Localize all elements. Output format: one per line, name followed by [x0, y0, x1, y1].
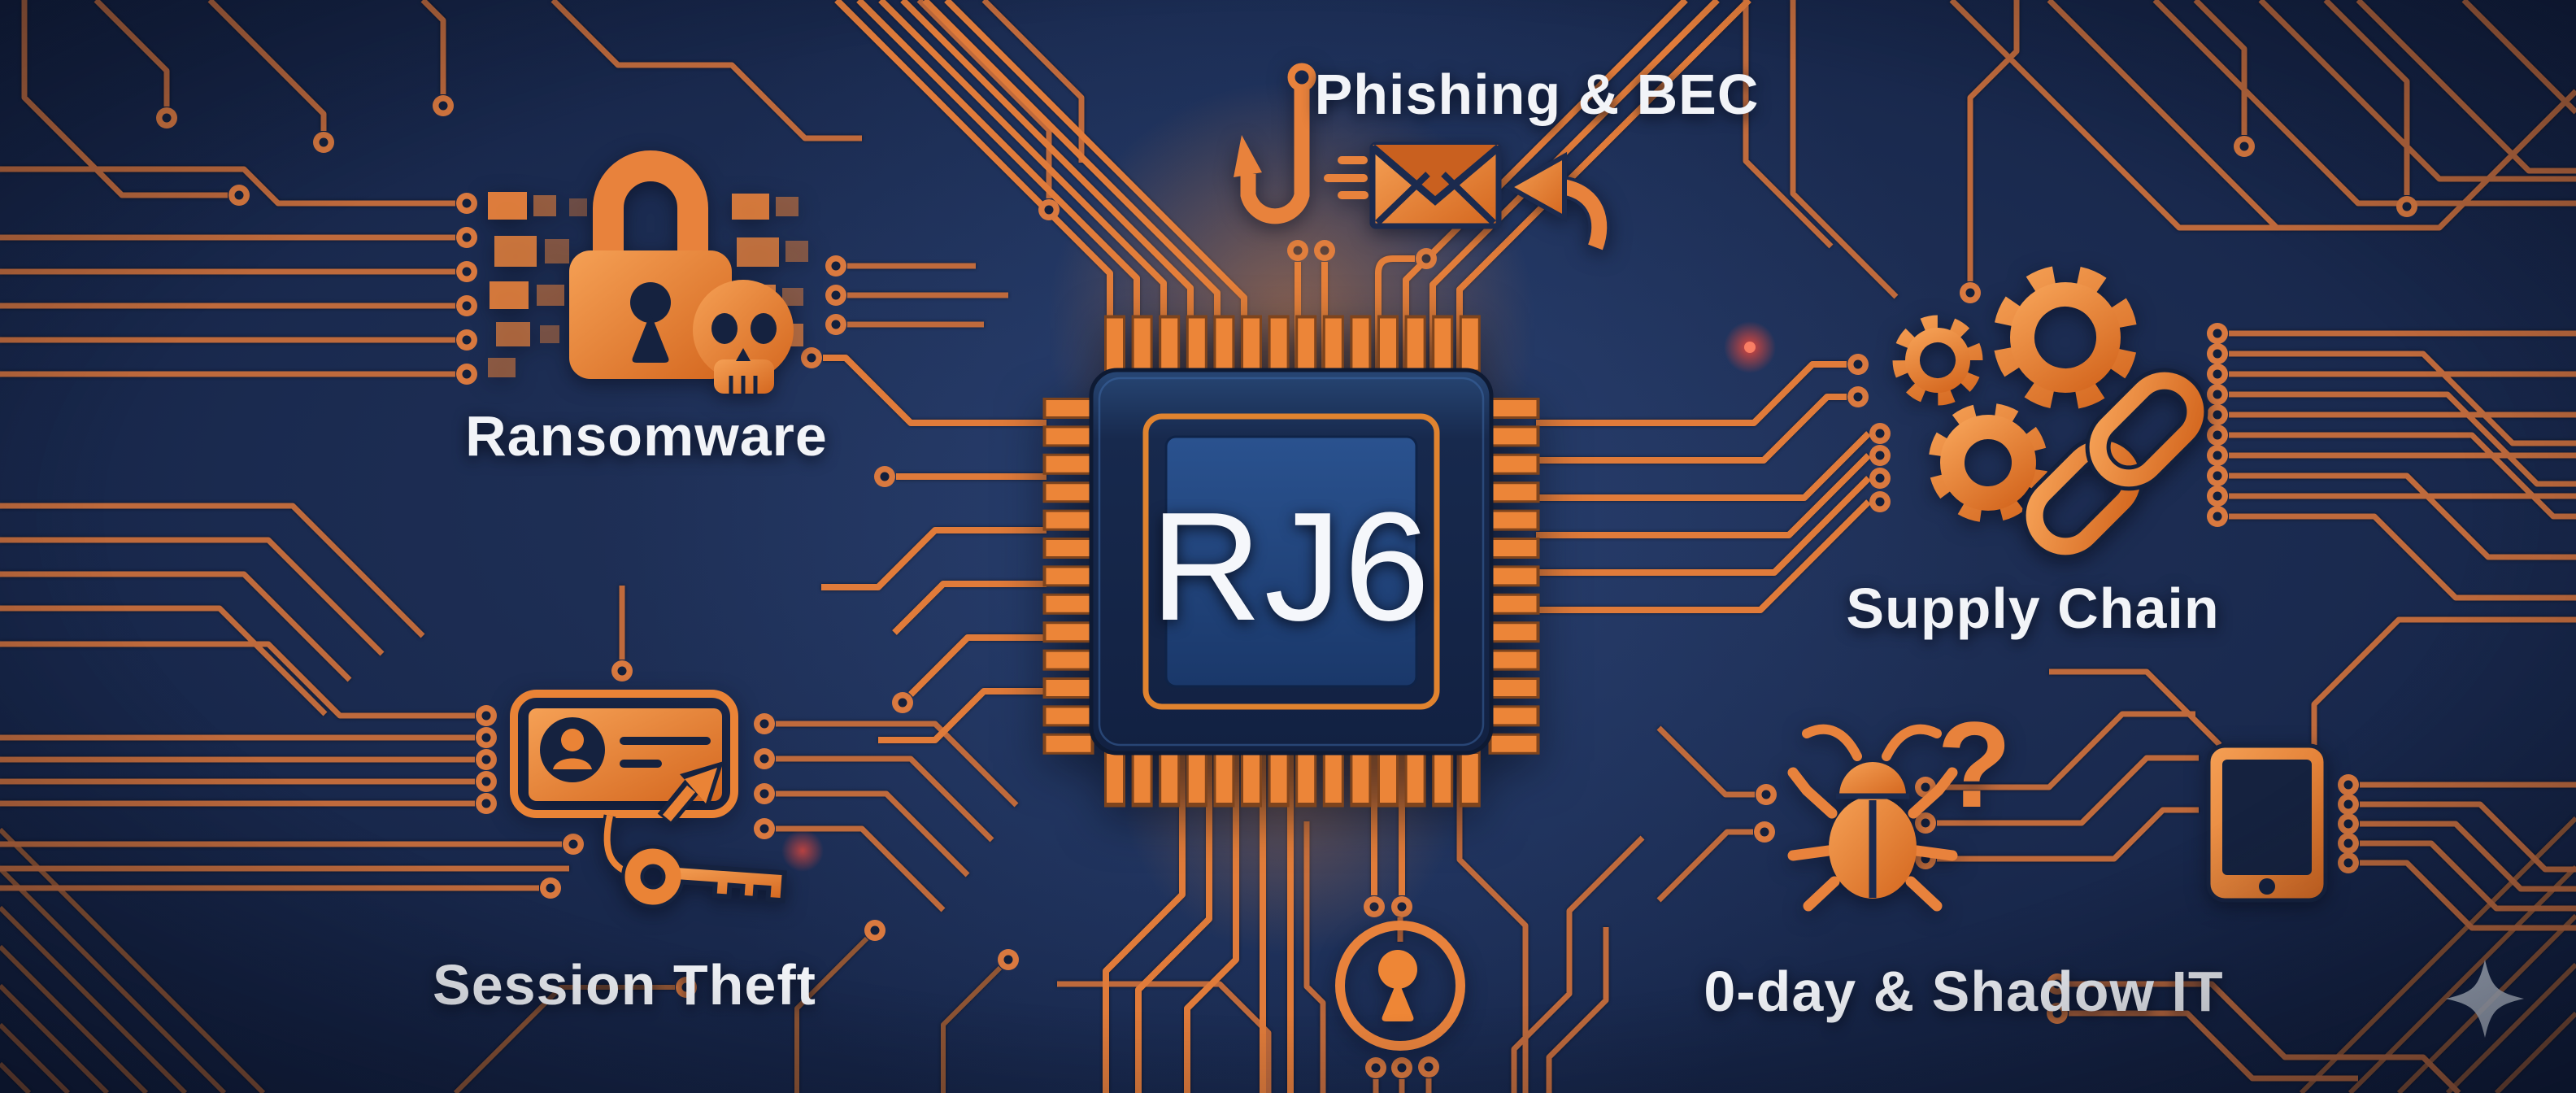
circuit-board-background: ? Ransomware Phishing & BEC Supply Chain…	[0, 0, 2576, 1093]
vignette-overlay	[0, 0, 2576, 1093]
